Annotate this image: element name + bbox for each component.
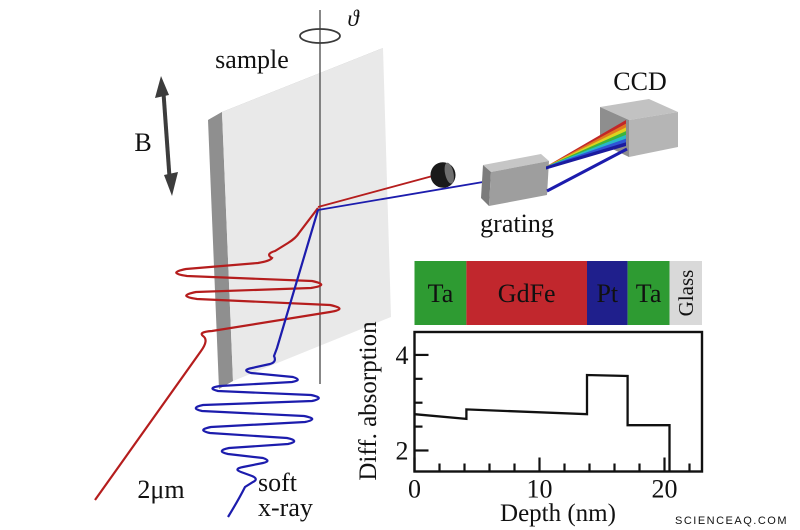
stack-layer-label: Ta	[428, 279, 454, 308]
ir-reflected-beam	[317, 173, 441, 208]
y-tick-label: 2	[396, 436, 409, 465]
stack-layer	[669, 261, 702, 325]
stack-layer	[627, 261, 670, 325]
ccd-label: CCD	[613, 67, 666, 96]
xray-label-line2: x-ray	[258, 493, 313, 522]
x-tick-label: 20	[652, 475, 678, 504]
stack-layer-label: Pt	[596, 279, 618, 308]
layer-stack: Ta GdFe Pt Ta Glass	[414, 261, 702, 325]
rainbow-fan	[546, 120, 626, 170]
stack-layer	[587, 261, 628, 325]
stack-layer	[466, 261, 587, 325]
stack-layer-label: Glass	[674, 270, 698, 317]
grating-label: grating	[480, 209, 554, 238]
y-tick-label: 4	[396, 341, 409, 370]
stack-layer-label: Ta	[636, 279, 662, 308]
b-field-label: B	[134, 128, 151, 157]
slab-front-face	[222, 48, 391, 381]
xray-label-line1: soft	[258, 468, 298, 497]
theta-label: ϑ	[347, 6, 360, 31]
sample-slab	[208, 48, 391, 389]
y-axis-label: Diff. absorption	[355, 321, 382, 481]
x-tick-label: 10	[527, 475, 553, 504]
stack-layer-label: GdFe	[498, 279, 556, 308]
beam-block-filter	[430, 162, 456, 188]
sample-label: sample	[215, 45, 289, 74]
b-field-arrow	[155, 76, 178, 196]
xray-reflected-beam	[317, 180, 490, 211]
plot-curve	[414, 373, 671, 472]
slab-left-edge	[208, 112, 233, 389]
absorption-plot: 0 10 20 2 4	[396, 330, 704, 504]
zero-order-beam	[546, 147, 628, 193]
grating-box	[481, 154, 549, 206]
watermark: SCIENCEAQ.COM	[675, 515, 788, 527]
ir-beam-wave	[94, 207, 341, 501]
rainbow-band	[546, 142, 626, 170]
xray-beam-wave	[194, 209, 320, 518]
x-axis-label: Depth (nm)	[500, 500, 616, 527]
plot-frame	[413, 330, 704, 473]
rotation-ring	[299, 28, 341, 44]
x-tick-label: 0	[408, 475, 421, 504]
ir-wavelength-label: 2μm	[137, 475, 184, 504]
stack-layer	[414, 261, 467, 325]
